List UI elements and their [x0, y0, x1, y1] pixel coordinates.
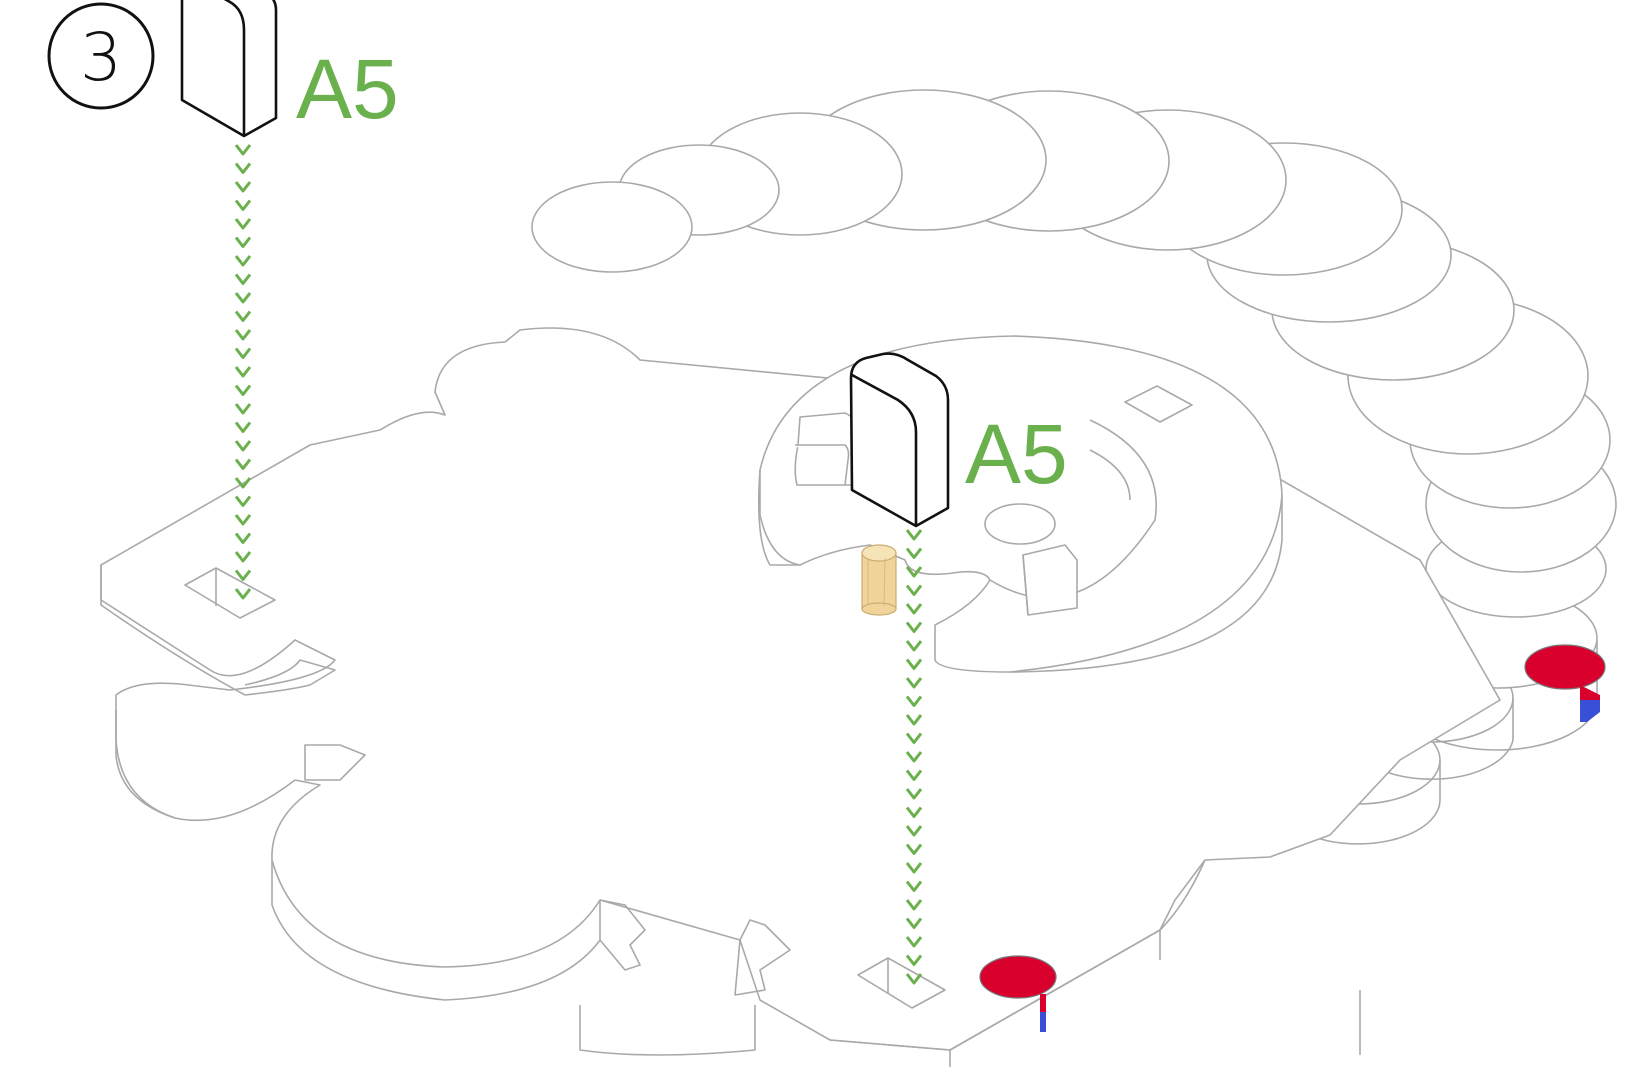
piece-label: A5 — [296, 42, 399, 136]
arrow-chevron — [236, 256, 250, 265]
arrow-chevron — [236, 460, 250, 469]
arrow-chevron — [236, 201, 250, 210]
base-board — [101, 90, 1616, 1067]
arrow-chevron — [236, 293, 250, 302]
arrow-chevron — [236, 367, 250, 376]
step-number: 3 — [80, 19, 122, 96]
step-badge: 3 — [49, 4, 153, 108]
piece-label: A5 — [965, 407, 1068, 501]
rounded-block-icon — [182, 0, 276, 136]
arrow-chevron — [236, 164, 250, 173]
arrow-chevron — [236, 219, 250, 228]
arrow-chevron — [236, 441, 250, 450]
arrow-chevron — [236, 423, 250, 432]
arrow-chevron — [236, 238, 250, 247]
arrow-chevron — [236, 275, 250, 284]
arrow-chevron — [236, 312, 250, 321]
wooden-peg — [862, 545, 896, 615]
arrow-chevron — [236, 349, 250, 358]
arrow-chevron — [236, 145, 250, 154]
small-block — [1023, 545, 1077, 615]
arrow-chevron — [236, 404, 250, 413]
arrow-chevron — [236, 182, 250, 191]
arrow-chevron — [236, 386, 250, 395]
arrow-chevron — [236, 330, 250, 339]
